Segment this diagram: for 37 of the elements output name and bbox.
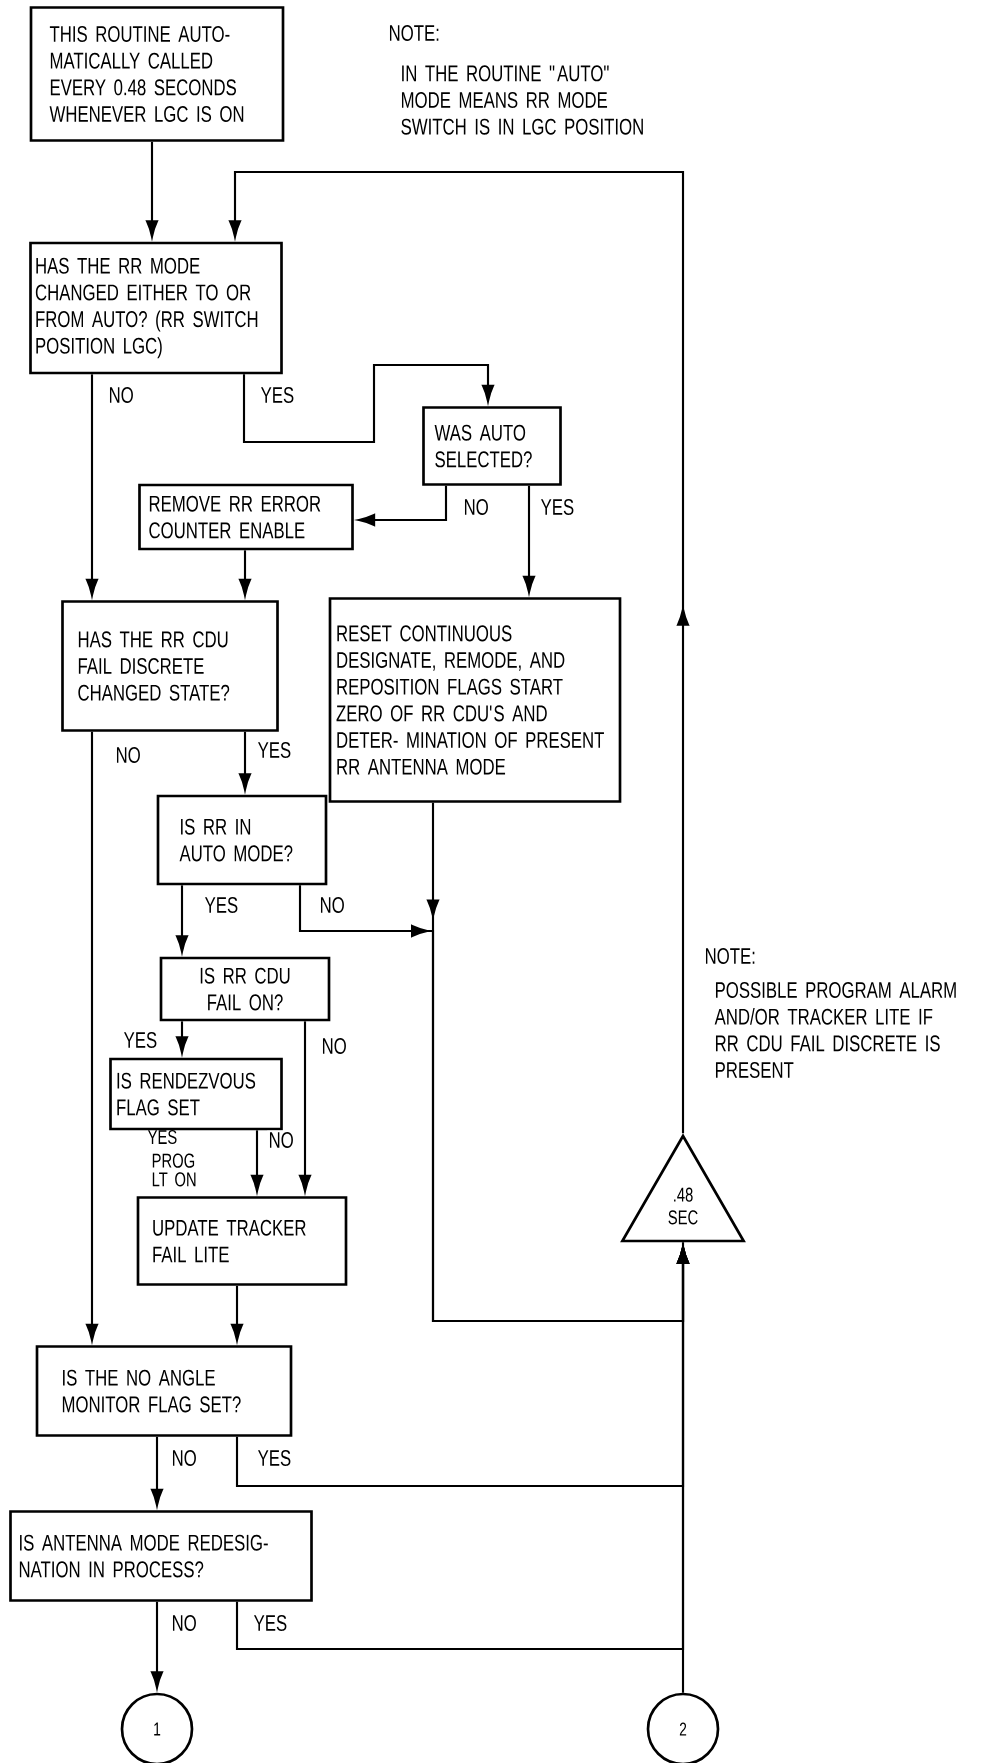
process-box: THIS ROUTINE AUTO- MATICALLY CALLED EVERY 0.48 SECONDS WHENEVER LGC IS ON — [29, 6, 285, 142]
edge-label: NO — [107, 385, 136, 405]
process-box: IS RR IN AUTO MODE? — [156, 794, 328, 886]
edge-label: YES — [259, 385, 296, 405]
edge-label: YES — [122, 1030, 159, 1050]
edge-label: YES — [203, 895, 240, 915]
process-box: IS THE NO ANGLE MONITOR FLAG SET? — [35, 1345, 293, 1437]
flow-arrow — [235, 1246, 690, 1651]
note-text: POSSIBLE PROGRAM ALARM AND/OR TRACKER LITE IF RR CDU FAIL DISCRETE IS PRESENT — [714, 982, 956, 1079]
edge-label: YES — [256, 1448, 293, 1468]
edge-label: NO — [170, 1613, 199, 1633]
branch-label: YES — [147, 1129, 177, 1145]
edge-label: NO — [320, 1036, 349, 1056]
process-box: REMOVE RR ERROR COUNTER ENABLE — [138, 483, 354, 551]
edge-label: NO — [318, 895, 347, 915]
flow-line — [681, 1242, 685, 1693]
branch-label: PROG LT ON — [152, 1153, 196, 1187]
process-box: IS RR CDU FAIL ON? — [159, 956, 331, 1022]
process-box: RESET CONTINUOUS DESIGNATE, REMODE, AND REPOSITION FLAGS START ZERO OF RR CDU'S AND DETER- MINATION OF PRESENT RR ANTENNA MODE — [328, 597, 622, 803]
edge-label: YES — [256, 740, 293, 760]
note-heading: NOTE: — [390, 25, 439, 42]
process-box: IS ANTENNA MODE REDESIG- NATION IN PROCESS? — [9, 1510, 313, 1602]
process-box: HAS THE RR MODE CHANGED EITHER TO OR FROM AUTO? (RR SWITCH POSITION LGC) — [29, 241, 283, 375]
note-text: IN THE ROUTINE "AUTO" MODE MEANS RR MODE SWITCH IS IN LGC POSITION — [401, 65, 643, 135]
edge-label: NO — [170, 1448, 199, 1468]
edge-label: NO — [267, 1130, 296, 1150]
edge-label: YES — [252, 1613, 289, 1633]
edge-label: NO — [114, 745, 143, 765]
note-heading: NOTE: — [706, 948, 755, 965]
flow-arrow — [228, 170, 690, 1134]
process-box: UPDATE TRACKER FAIL LITE — [136, 1196, 348, 1286]
process-box: WAS AUTO SELECTED? — [422, 406, 562, 486]
edge-label: YES — [539, 497, 576, 517]
process-box: IS RENDEZVOUS FLAG SET — [109, 1057, 283, 1131]
process-box: HAS THE RR CDU FAIL DISCRETE CHANGED STATE? — [61, 600, 279, 732]
edge-label: NO — [462, 497, 491, 517]
flow-arrow — [242, 363, 495, 444]
